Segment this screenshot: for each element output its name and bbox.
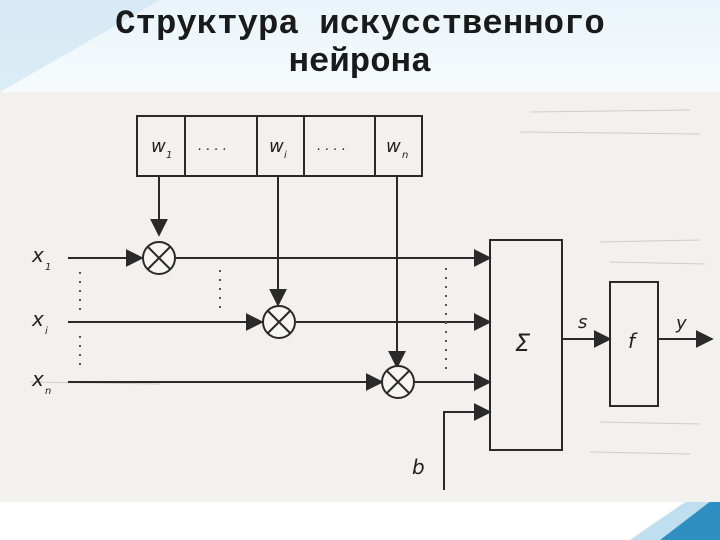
weight-n-symbol: w: [386, 136, 401, 157]
scan-noise: [29, 109, 706, 455]
weight-n-subscript: n: [402, 150, 408, 161]
summator-sigma: Σ: [515, 329, 531, 357]
dotted-continuation: [79, 268, 447, 374]
input-x1-subscript: 1: [45, 262, 51, 273]
weight-i-symbol: w: [269, 136, 284, 157]
slide-title: Структура искусственного нейрона: [115, 6, 605, 82]
multiplier-node-i: [262, 305, 296, 339]
activation-function-label: f: [628, 329, 638, 353]
input-x1-symbol: x: [31, 243, 44, 267]
input-xn-symbol: x: [31, 367, 44, 391]
input-xi-subscript: i: [45, 326, 48, 337]
multiplier-node-n: [381, 365, 415, 399]
weight-1-symbol: w: [151, 136, 166, 157]
sum-output-label: s: [578, 312, 587, 333]
weight-i-subscript: i: [284, 150, 287, 161]
weights-register: [136, 115, 423, 177]
multiplier-node-1: [142, 241, 176, 275]
activation-block: [609, 281, 659, 407]
weight-1-subscript: 1: [166, 150, 172, 161]
weight-ellipsis-1: . . . .: [198, 139, 227, 154]
input-xi-symbol: x: [31, 307, 44, 331]
output-label: y: [675, 313, 687, 334]
weight-arrows: [150, 176, 406, 369]
bias-label: b: [412, 455, 425, 479]
neuron-diagram: w 1 . . . . w i . . . . w n: [29, 109, 714, 490]
input-lines: [68, 249, 492, 490]
summator-block: [489, 239, 563, 451]
input-xn-subscript: n: [45, 386, 51, 397]
weight-ellipsis-2: . . . .: [317, 139, 346, 154]
neuron-diagram-image: w 1 . . . . w i . . . . w n: [0, 92, 720, 502]
decorative-corner-top-left: [0, 0, 160, 92]
